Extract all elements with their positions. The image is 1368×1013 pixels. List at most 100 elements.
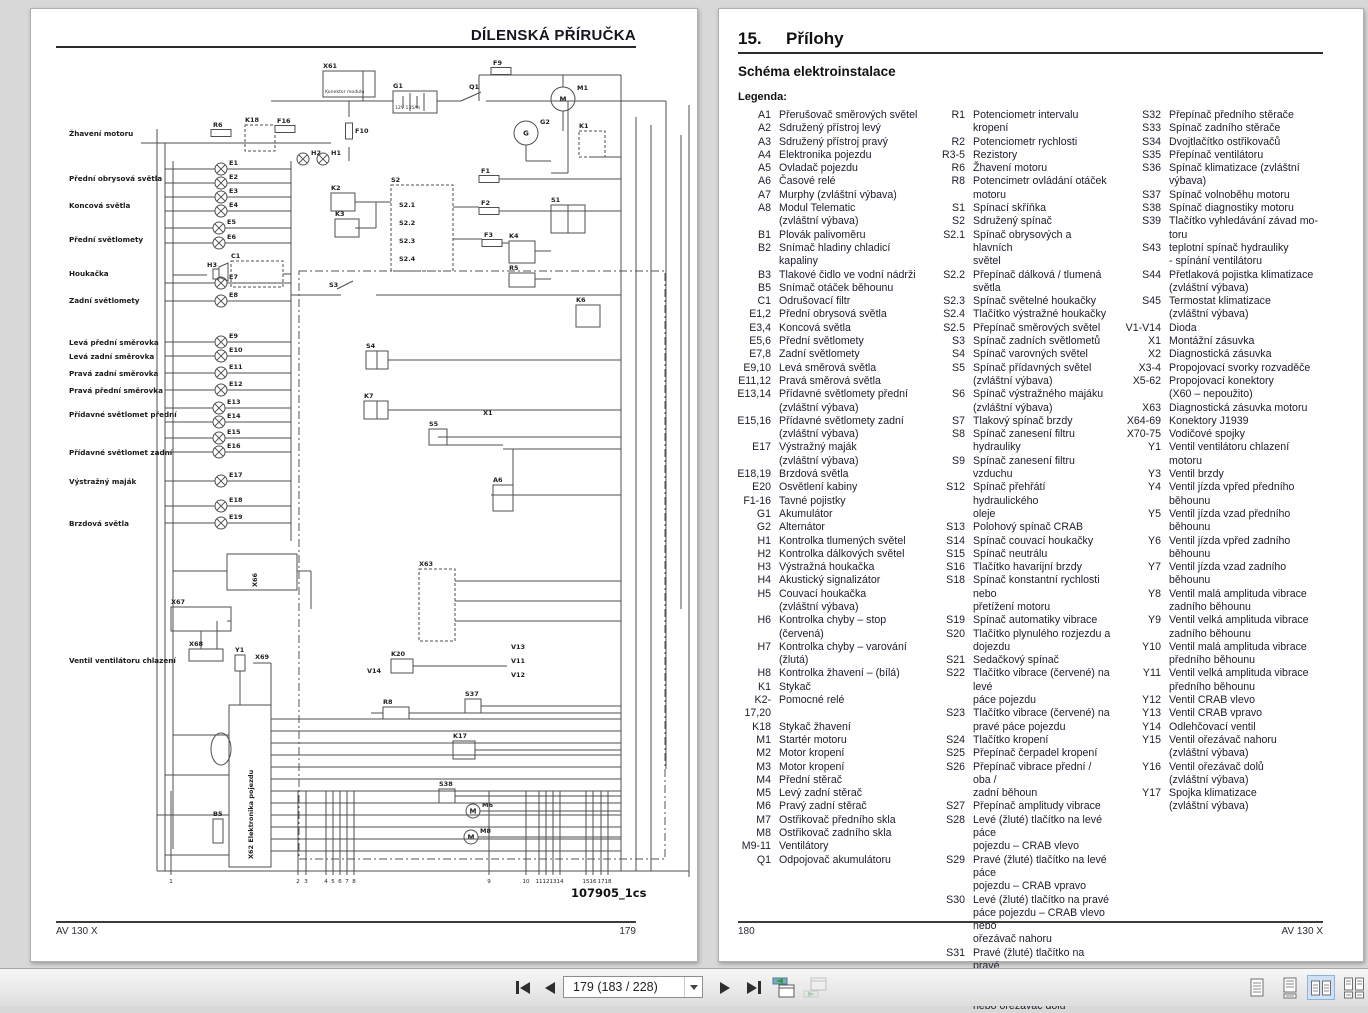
diagram-text: E15: [227, 428, 241, 436]
diagram-element: [216, 518, 226, 528]
diagram-text: 9: [487, 879, 491, 885]
legend-code: S31: [946, 946, 965, 959]
diagram-element: [216, 337, 226, 347]
first-page-button[interactable]: [510, 976, 536, 999]
legend-code: R8: [951, 175, 965, 188]
previous-page-icon: [545, 981, 555, 994]
legend-text: Ventil jízda vpřed zadního běhounu: [1169, 534, 1291, 560]
legend-text: Ventil malá amplituda vibrace zadního bě…: [1169, 587, 1307, 613]
diagram-text: Koncová světla: [69, 201, 130, 210]
legend-entry: S44 Přetlaková pojistka klimatizace (zvl…: [1097, 269, 1325, 296]
legend-text: Tlačítko plynulého rozjezdu a dojezdu: [973, 627, 1111, 653]
diagram-element: [296, 152, 310, 166]
legend-text: Žhavení motoru: [973, 162, 1048, 175]
legend-entry: Y4 Ventil jízda vpřed předního běhounu: [1097, 481, 1325, 508]
legend-entry: S13 Polohový spínač CRAB: [915, 521, 1111, 534]
last-page-icon: [747, 981, 757, 994]
diagram-text: M8: [480, 827, 491, 835]
footer-page-number: 180: [738, 926, 755, 937]
legend-code: S1: [952, 202, 965, 215]
legend-code: H4: [757, 574, 771, 587]
diagram-text: X68: [189, 640, 204, 648]
legend-code: A3: [758, 135, 771, 148]
page-number-combobox[interactable]: 179 (183 / 228): [563, 976, 703, 998]
diagram-text: E16: [227, 442, 241, 450]
legend-code: R1: [951, 109, 965, 121]
previous-view-button[interactable]: [771, 976, 797, 999]
diagram-element: [513, 120, 539, 146]
diagram-text: V14: [367, 667, 382, 675]
two-page-view-button[interactable]: [1307, 975, 1335, 1000]
diagram-element: [578, 130, 606, 158]
diagram-text: K1: [579, 122, 589, 130]
legend-entry: S2.3 Spínač světelné houkačky: [915, 295, 1111, 308]
legend-entry: V1-V14 Dioda: [1097, 322, 1325, 335]
legend-entry: X2 Diagnostická zásuvka: [1097, 348, 1325, 361]
legend-entry: Y3 Ventil brzdy: [1097, 468, 1325, 481]
previous-page-button[interactable]: [539, 976, 561, 999]
legend-code: A8: [758, 202, 771, 215]
next-view-icon: [803, 977, 827, 997]
legend-text: Tlačítko kropení: [973, 733, 1049, 746]
legend-entry: S6 Spínač výstražného majáku (zvláštní v…: [915, 388, 1111, 415]
legend-code: S2.1: [943, 228, 965, 241]
legend-entry: E17 Výstražný maják (zvláštní výbava): [729, 441, 925, 468]
legend-entry: S24 Tlačítko kropení: [915, 734, 1111, 747]
legend-code: H7: [757, 640, 771, 653]
legend-text: Diagnostická zásuvka: [1169, 348, 1272, 361]
diagram-element: [216, 385, 226, 395]
diagram-element: [382, 706, 410, 720]
legend-code: K2-17,20: [744, 694, 771, 720]
diagram-text: E8: [229, 291, 238, 299]
continuous-view-button[interactable]: [1276, 975, 1304, 1000]
diagram-text: 1: [169, 879, 173, 885]
diagram-text: G2: [540, 118, 550, 126]
continuous-view-icon: [1283, 977, 1297, 998]
legend-entry: X64-69 Konektory J1939: [1097, 415, 1325, 428]
legend-code: Y15: [1142, 733, 1161, 746]
diagram-element: [508, 272, 536, 288]
single-page-view-button[interactable]: [1243, 975, 1271, 1000]
diagram-text: 7: [345, 879, 349, 885]
legend-entry: M4 Přední stěrač: [729, 774, 925, 787]
diagram-element: [216, 278, 226, 288]
combobox-caret[interactable]: [684, 977, 702, 997]
legend-text: Spínač přehřátí hydraulického oleje: [973, 481, 1046, 520]
next-page-button[interactable]: [714, 976, 736, 999]
legend-text: Pravá směrová světla: [779, 374, 881, 387]
diagram-element: [481, 239, 503, 247]
diagram-element: [210, 732, 232, 766]
legend-entry: S3 Spínač zadních světlometů: [915, 335, 1111, 348]
legend-entry: M8 Ostřikovač zadního skla: [729, 827, 925, 840]
diagram-text: Y1: [234, 646, 245, 654]
legend-code: Y11: [1142, 667, 1161, 680]
legend-entry: S5 Spínač přídavných světel (zvláštní vý…: [915, 362, 1111, 389]
two-page-continuous-button[interactable]: [1340, 975, 1368, 1000]
diagram-element: [464, 698, 482, 714]
legend-entry: G2 Alternátor: [729, 521, 925, 534]
legend-entry: S2.5 Přepínač směrových světel: [915, 322, 1111, 335]
legend-code: S38: [1142, 202, 1161, 215]
diagram-element: [216, 164, 226, 174]
legend-text: Výstražný maják (zvláštní výbava): [779, 441, 859, 467]
legend-code: S9: [952, 454, 965, 467]
legend-entry: S2.1 Spínač obrysových a hlavních světel: [915, 229, 1111, 269]
legend-code: Q1: [756, 853, 771, 866]
header-rule: [56, 46, 636, 48]
legend-entry: S43 teplotní spínač hydrauliky - spínání…: [1097, 242, 1325, 269]
diagram-element: [170, 606, 232, 632]
diagram-text: M: [468, 834, 475, 842]
last-page-button[interactable]: [741, 976, 767, 999]
next-view-button[interactable]: [802, 976, 828, 999]
legend-code: M9-11: [741, 840, 771, 853]
diagram-text: Levá přední směrovka: [69, 338, 159, 347]
diagram-element: [210, 129, 232, 137]
legend-entry: X63 Diagnostická zásuvka motoru: [1097, 402, 1325, 415]
legend-entry: X3-4 Propojovací svorky rozvaděče: [1097, 362, 1325, 375]
legend-entry: E1,2 Přední obrysová světla: [729, 308, 925, 321]
diagram-text: F16: [277, 117, 291, 125]
diagram-text: 5: [331, 879, 335, 885]
diagram-text: E2: [229, 173, 238, 181]
legend-text: Levý zadní stěrač: [779, 787, 863, 800]
legend-code: M6: [756, 800, 771, 813]
